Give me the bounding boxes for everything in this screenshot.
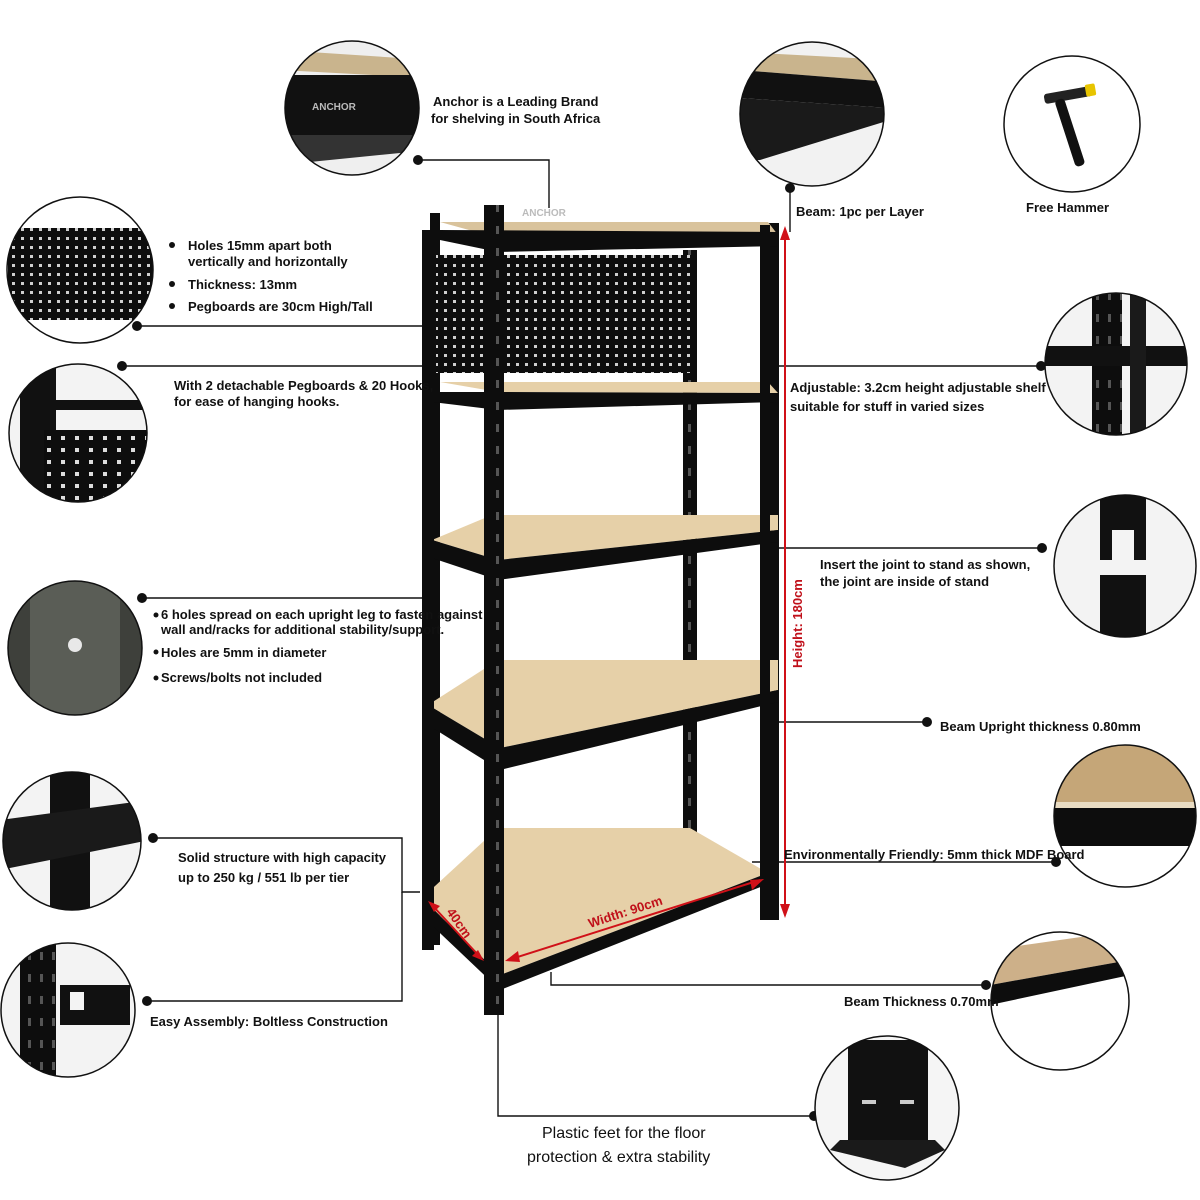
detail-beam [739, 41, 885, 187]
shelf-2 [440, 382, 778, 393]
beam-thickness-text: Beam Thickness 0.70mm [844, 994, 999, 1009]
back-left-upright [430, 213, 440, 945]
back-right-upright [768, 223, 779, 920]
feet-text-2: protection & extra stability [527, 1149, 710, 1166]
detail-adjustable [1044, 292, 1188, 436]
detail-beam-thickness [990, 931, 1130, 1071]
hammer-text: Free Hammer [1026, 200, 1109, 215]
bullets [153, 242, 175, 681]
detail-upright-hole [7, 580, 143, 716]
beam-logo: ANCHOR [522, 208, 567, 219]
holes-text-1: 6 holes spread on each upright leg to fa… [161, 607, 483, 622]
assembly-text: Easy Assembly: Boltless Construction [150, 1014, 388, 1029]
upright-text: Beam Upright thickness 0.80mm [940, 719, 1141, 734]
mdf-text: Environmentally Friendly: 5mm thick MDF … [784, 847, 1085, 862]
beam-text: Beam: 1pc per Layer [796, 204, 924, 219]
detail-mdf-board [1053, 744, 1197, 888]
pegboard-bullet-2: Thickness: 13mm [188, 277, 297, 292]
dimension-arrows [428, 226, 790, 962]
holes-text-2: wall and/racks for additional stability/… [160, 622, 444, 637]
shelf-bottom [422, 828, 768, 975]
front-left-upright [422, 230, 434, 950]
capacity-text-2: up to 250 kg / 551 lb per tier [178, 870, 349, 885]
adjustable-text-2: suitable for stuff in varied sizes [790, 399, 984, 414]
detail-pegboard-hooks [8, 363, 148, 503]
svg-text:ANCHOR: ANCHOR [312, 102, 357, 113]
pegboard-bullet-1b: vertically and horizontally [188, 254, 348, 269]
detail-boltless [0, 942, 136, 1078]
detail-structure [2, 771, 142, 911]
holes-text-4: Screws/bolts not included [161, 670, 322, 685]
detail-joint [1053, 494, 1197, 638]
connector-dots [117, 155, 1061, 1121]
height-label: Height: 180cm [790, 579, 805, 668]
pegboards-text-1: With 2 detachable Pegboards & 20 Hooks, [174, 378, 433, 393]
pegboard-bullet-3: Pegboards are 30cm High/Tall [188, 299, 373, 314]
pegboard-bullet-1: Holes 15mm apart both [188, 238, 332, 253]
joint-text-2: the joint are inside of stand [820, 574, 989, 589]
shelf-3 [432, 515, 778, 560]
holes-text-3: Holes are 5mm in diameter [161, 645, 326, 660]
pegboards-text-2: for ease of hanging hooks. [174, 394, 339, 409]
hammer-icon [1003, 55, 1141, 193]
joint-text-1: Insert the joint to stand as shown, [820, 557, 1030, 572]
anchor-text-1: Anchor is a Leading Brand [433, 94, 598, 109]
feet-text-1: Plastic feet for the floor [542, 1125, 706, 1142]
pegboard [436, 255, 696, 373]
shelving-unit: ANCHOR [422, 205, 779, 1015]
anchor-text-2: for shelving in South Africa [431, 111, 601, 126]
detail-anchor-logo: ANCHOR [284, 40, 420, 176]
shelf-4 [428, 660, 778, 748]
detail-plastic-foot [814, 1035, 960, 1181]
adjustable-text-1: Adjustable: 3.2cm height adjustable shel… [790, 380, 1046, 395]
connector-lines [122, 159, 1056, 1117]
detail-pegboard [6, 196, 154, 344]
capacity-text-1: Solid structure with high capacity [178, 850, 387, 865]
